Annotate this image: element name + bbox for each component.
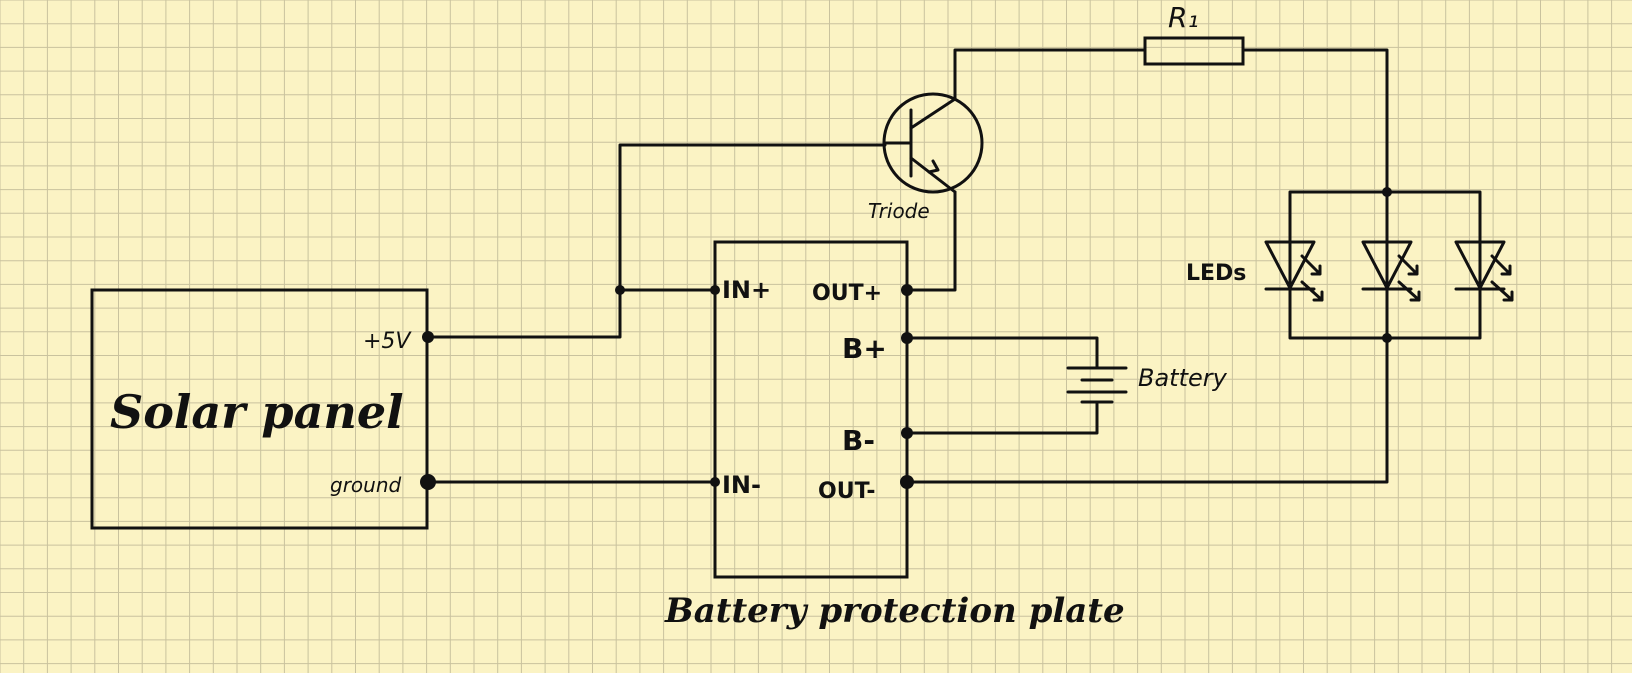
junction-dot [615, 285, 625, 295]
solar-panel-pos-terminal-label: +5V [363, 329, 412, 354]
junction-dot [710, 285, 720, 295]
light-emission-arrow-icon [1397, 280, 1421, 302]
junction-dots [420, 187, 1392, 490]
wire-r1-to-leds [1241, 48, 1389, 194]
plate-b-neg-label: B- [842, 424, 875, 457]
battery-symbol [1066, 366, 1128, 404]
light-emission-arrow-icon [1300, 280, 1324, 302]
plate-out-neg-label: OUT- [818, 479, 875, 504]
battery-label: Battery [1138, 364, 1228, 392]
terminal-ground-dot [420, 474, 436, 490]
light-emission-arrow-icon [1300, 254, 1322, 276]
resistor-r1 [1143, 36, 1245, 66]
solar-panel-box [90, 288, 429, 530]
led-array [1264, 240, 1514, 302]
plate-in-neg-label: IN- [722, 471, 761, 499]
junction-dot [1382, 187, 1392, 197]
junction-dot [900, 475, 914, 489]
emitter-arrow-icon [927, 159, 940, 174]
plate-out-pos-label: OUT+ [812, 281, 882, 306]
wire-collector-to-r1 [953, 48, 1147, 101]
led-triangle-icon [1361, 240, 1413, 290]
led-2 [1361, 240, 1421, 302]
light-emission-arrow-icon [1397, 254, 1419, 276]
transistor [882, 92, 984, 194]
wires [426, 48, 1482, 484]
plate-b-pos-label: B+ [842, 332, 887, 365]
led-triangle-icon [1264, 240, 1316, 290]
solar-panel-ground-label: ground [330, 473, 402, 497]
wire-b-pos-to-battery [905, 336, 1099, 370]
junction-dot [710, 477, 720, 487]
wire-out-pos-to-emitter [905, 190, 957, 292]
wire-to-transistor-base [618, 143, 887, 292]
light-emission-arrow-icon [1490, 254, 1512, 276]
protection-plate-box [713, 240, 909, 579]
resistor-label: R₁ [1168, 1, 1199, 34]
plate-in-pos-label: IN+ [722, 276, 771, 304]
led-bus-frame [1288, 190, 1482, 340]
terminal-5v-dot [422, 331, 434, 343]
junction-dot [901, 427, 913, 439]
light-emission-arrow-icon [1490, 280, 1514, 302]
wire-out-neg-to-leds [905, 336, 1389, 484]
led-triangle-icon [1454, 240, 1506, 290]
wire-5v-to-in-pos [426, 288, 717, 339]
led-3 [1454, 240, 1514, 302]
junction-dot [1382, 333, 1392, 343]
junction-dot [901, 332, 913, 344]
junction-dot [901, 284, 913, 296]
wire-battery-to-b-neg [905, 400, 1099, 435]
led-1 [1264, 240, 1324, 302]
transistor-label: Triode [868, 199, 930, 223]
solar-panel-title: Solar panel [110, 385, 404, 439]
protection-plate-title: Battery protection plate [664, 591, 1125, 631]
leds-label: LEDs [1186, 261, 1246, 286]
